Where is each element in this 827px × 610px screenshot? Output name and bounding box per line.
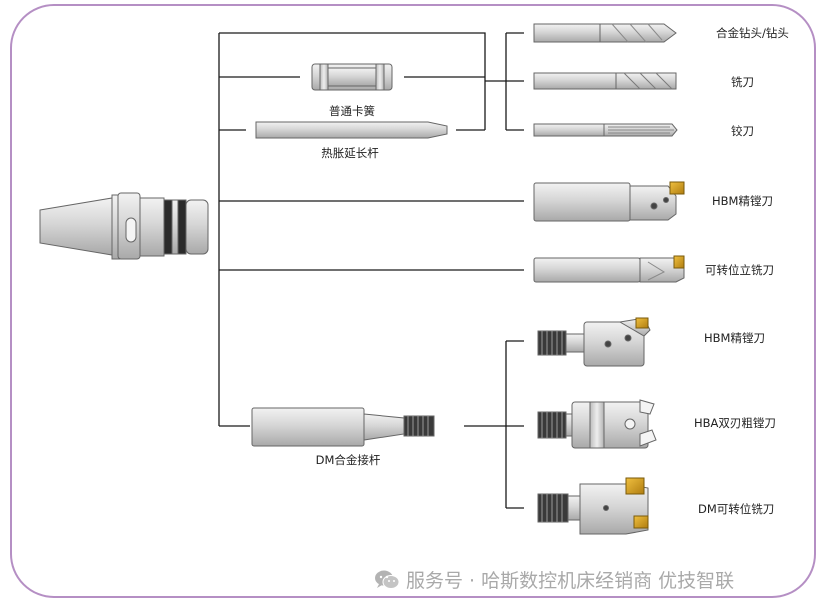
branch-top [219,32,486,130]
drill-drawing [533,23,677,43]
fork-right [505,32,524,131]
watermark: 服务号 · 哈斯数控机床经销商 优技智联 [374,566,734,593]
indexable-end-mill-drawing [533,255,685,283]
hbm-boring-bar-drawing [533,181,685,222]
label-dm-indexable-mill: DM可转位铣刀 [698,502,775,516]
connector-lines [218,32,524,509]
label-dm-extension: DM合金接杆 [315,453,381,467]
watermark-text: 服务号 · 哈斯数控机床经销商 优技智联 [406,570,735,592]
label-reamer: 铰刀 [731,124,754,138]
label-mill: 铣刀 [731,75,754,89]
hbm-threaded-boring-drawing [537,317,651,367]
bt-toolholder [39,192,209,260]
label-hba-twin-rough-boring: HBA双刃粗镗刀 [694,416,776,430]
end-mill-drawing [533,72,677,90]
dm-indexable-mill-drawing [537,477,649,535]
label-indexable-end-mill: 可转位立铣刀 [705,263,774,277]
reamer-drawing [533,123,678,137]
label-hbm-fine-boring-1: HBM精镗刀 [712,194,773,208]
fork-dm [505,340,524,509]
label-shrink-extension: 热胀延长杆 [321,146,379,160]
label-hbm-fine-boring-2: HBM精镗刀 [704,331,765,345]
shrink-extension-drawing [255,121,448,139]
label-drill: 合金钻头/钻头 [716,26,789,40]
wechat-icon [375,570,400,589]
collet-chuck-drawing [311,63,393,91]
dm-extension-drawing [251,407,435,447]
hba-rough-boring-drawing [537,399,657,449]
diagram-frame [10,4,816,598]
label-collet-chuck: 普通卡簧 [329,104,375,118]
